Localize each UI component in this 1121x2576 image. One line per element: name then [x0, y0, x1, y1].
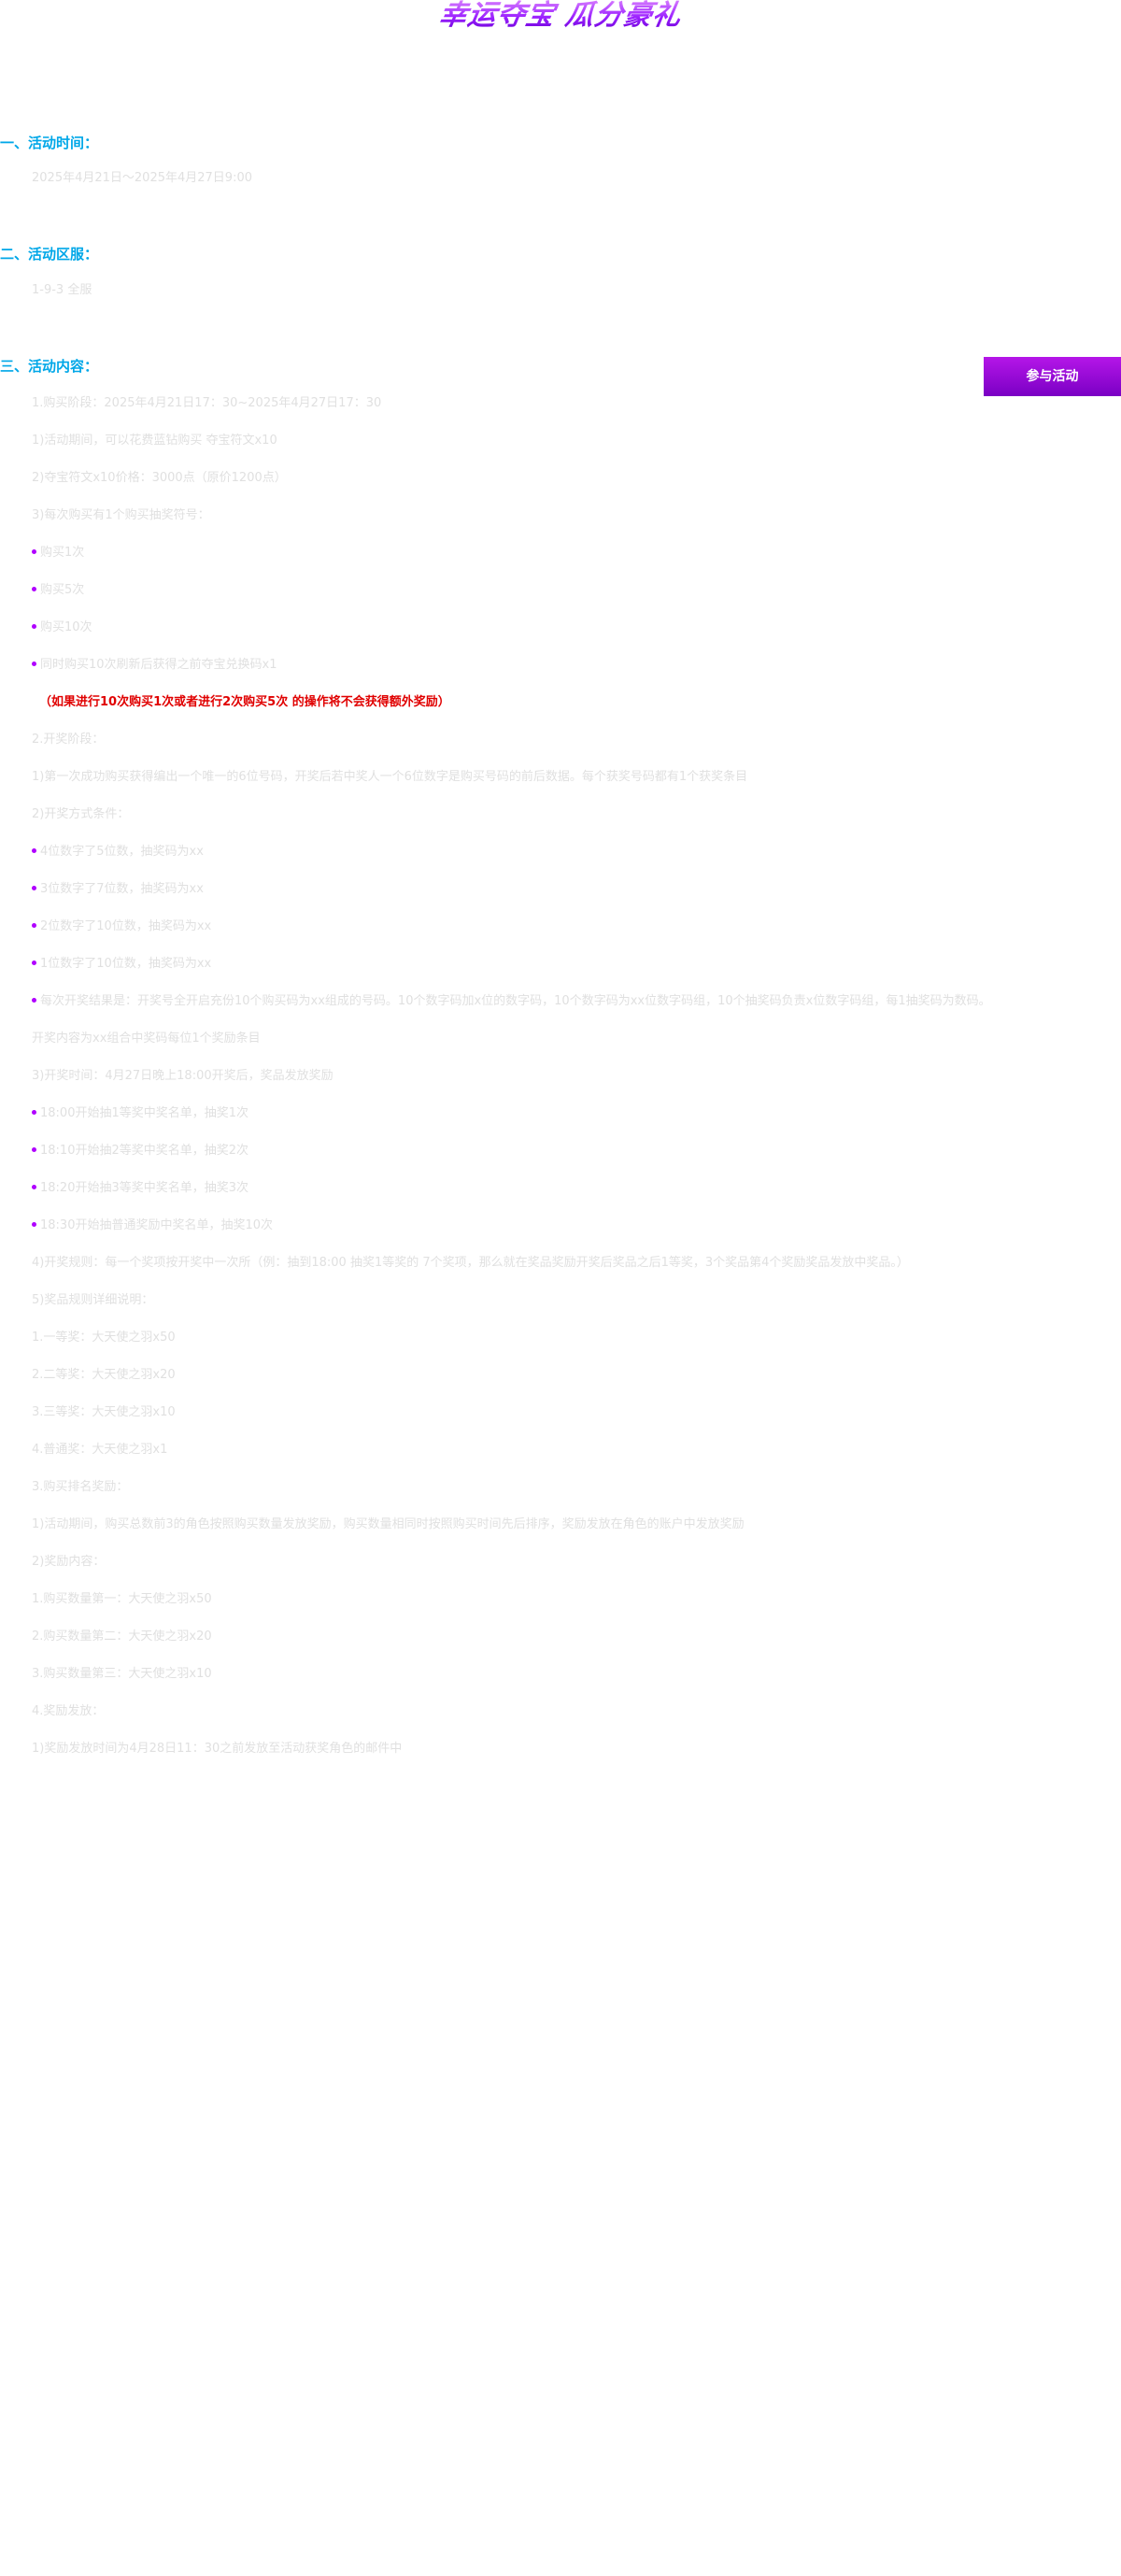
bullet-item: 18:00开始抽1等奖中奖名单，抽奖1次	[32, 1105, 248, 1122]
bullet-dot	[32, 923, 36, 928]
section-title-content: 三、活动内容：	[0, 358, 99, 375]
event-time-text: 2025年4月21日～2025年4月27日9:00	[32, 171, 252, 185]
bullet-text: 同时购买10次刷新后获得之前夺宝兑换码x1	[40, 658, 277, 672]
content-line: 3)每次购买有1个购买抽奖符号：	[32, 508, 210, 522]
notice-text: （如果进行10次购买1次或者进行2次购买5次 的操作将不会获得额外奖励）	[39, 695, 450, 709]
content-line: 1)活动期间，可以花费蓝钻购买 夺宝符文x10	[32, 434, 277, 448]
bullet-item: 18:30开始抽普通奖励中奖名单，抽奖10次	[32, 1217, 273, 1234]
event-logo: 幸运夺宝 瓜分豪礼	[0, 0, 1121, 37]
bullet-text: 18:00开始抽1等奖中奖名单，抽奖1次	[40, 1106, 249, 1120]
bullet-text: 18:30开始抽普通奖励中奖名单，抽奖10次	[40, 1218, 274, 1232]
bullet-text: 1位数字了10位数，抽奖码为xx	[40, 957, 212, 971]
content-line: 3.购买数量第三：大天使之羽x10	[32, 1667, 212, 1681]
bullet-item: 购买5次	[32, 582, 84, 599]
bullet-dot	[32, 1185, 36, 1189]
bullet-dot	[32, 848, 36, 853]
bullet-item: 1位数字了10位数，抽奖码为xx	[32, 956, 211, 973]
section-title-time: 一、活动时间：	[0, 135, 99, 151]
content-line: 4.普通奖：大天使之羽x1	[32, 1443, 168, 1457]
bullet-text: 购买5次	[40, 583, 85, 597]
bullet-text: 4位数字了5位数，抽奖码为xx	[40, 845, 204, 859]
join-event-button[interactable]: 参与活动	[984, 357, 1121, 396]
content-line: 2)夺宝符文x10价格：3000点（原价1200点）	[32, 471, 287, 485]
bullet-item: 同时购买10次刷新后获得之前夺宝兑换码x1	[32, 657, 277, 674]
content-line: 3.购买排名奖励：	[32, 1480, 129, 1494]
bullet-dot	[32, 998, 36, 1003]
bullet-text: 购买1次	[40, 546, 85, 560]
content-line: 2)奖励内容：	[32, 1555, 106, 1569]
bullet-item: 购买10次	[32, 619, 92, 636]
content-line: 1.购买阶段：2025年4月21日17：30~2025年4月27日17：30	[32, 396, 382, 410]
bullet-dot	[32, 624, 36, 629]
bullet-dot	[32, 1222, 36, 1227]
bullet-text: 每次开奖结果是：开奖号全开启充份10个购买码为xx组成的号码。10个数字码加x位…	[40, 994, 991, 1008]
bullet-item: 4位数字了5位数，抽奖码为xx	[32, 844, 204, 861]
bullet-dot	[32, 1110, 36, 1115]
bullet-item: 3位数字了7位数，抽奖码为xx	[32, 881, 204, 898]
logo-text: 幸运夺宝 瓜分豪礼	[436, 0, 685, 32]
content-line: 2.二等奖：大天使之羽x20	[32, 1368, 176, 1382]
content-line: 1)活动期间，购买总数前3的角色按照购买数量发放奖励，购买数量相同时按照购买时间…	[32, 1517, 745, 1531]
bullet-text: 18:10开始抽2等奖中奖名单，抽奖2次	[40, 1144, 249, 1158]
bullet-text: 18:20开始抽3等奖中奖名单，抽奖3次	[40, 1181, 249, 1195]
content-line: 2)开奖方式条件：	[32, 807, 130, 821]
bullet-dot	[32, 1147, 36, 1152]
bullet-dot	[32, 662, 36, 666]
bullet-item: 每次开奖结果是：开奖号全开启充份10个购买码为xx组成的号码。10个数字码加x位…	[32, 993, 991, 1010]
bullet-dot	[32, 549, 36, 554]
content-line: 开奖内容为xx组合中奖码每位1个奖励条目	[32, 1032, 261, 1046]
content-line: 2.开奖阶段：	[32, 733, 105, 747]
content-line: 1.购买数量第一：大天使之羽x50	[32, 1592, 212, 1606]
content-line: 5)奖品规则详细说明：	[32, 1293, 154, 1307]
content-line: 3.三等奖：大天使之羽x10	[32, 1405, 176, 1419]
bullet-item: 18:10开始抽2等奖中奖名单，抽奖2次	[32, 1143, 248, 1160]
bullet-dot	[32, 961, 36, 965]
bullet-text: 2位数字了10位数，抽奖码为xx	[40, 919, 212, 933]
bullet-item: 购买1次	[32, 545, 84, 562]
bullet-item: 2位数字了10位数，抽奖码为xx	[32, 918, 211, 935]
event-server-text: 1-9-3 全服	[32, 283, 92, 297]
bullet-text: 购买10次	[40, 620, 92, 634]
section-title-server: 二、活动区服：	[0, 246, 99, 263]
content-line: 4.奖励发放：	[32, 1704, 105, 1718]
content-line: 1)奖励发放时间为4月28日11：30之前发放至活动获奖角色的邮件中	[32, 1742, 403, 1756]
bullet-dot	[32, 587, 36, 591]
content-line: 4)开奖规则：每一个奖项按开奖中一次所（例：抽到18:00 抽奖1等奖的 7个奖…	[32, 1256, 909, 1270]
bullet-dot	[32, 886, 36, 890]
content-line: 2.购买数量第二：大天使之羽x20	[32, 1630, 212, 1644]
content-line: 3)开奖时间：4月27日晚上18:00开奖后，奖品发放奖励	[32, 1069, 333, 1083]
bullet-text: 3位数字了7位数，抽奖码为xx	[40, 882, 204, 896]
content-line: 1.一等奖：大天使之羽x50	[32, 1331, 176, 1345]
bullet-item: 18:20开始抽3等奖中奖名单，抽奖3次	[32, 1180, 248, 1197]
content-line: 1)第一次成功购买获得编出一个唯一的6位号码，开奖后若中奖人一个6位数字是购买号…	[32, 770, 748, 784]
